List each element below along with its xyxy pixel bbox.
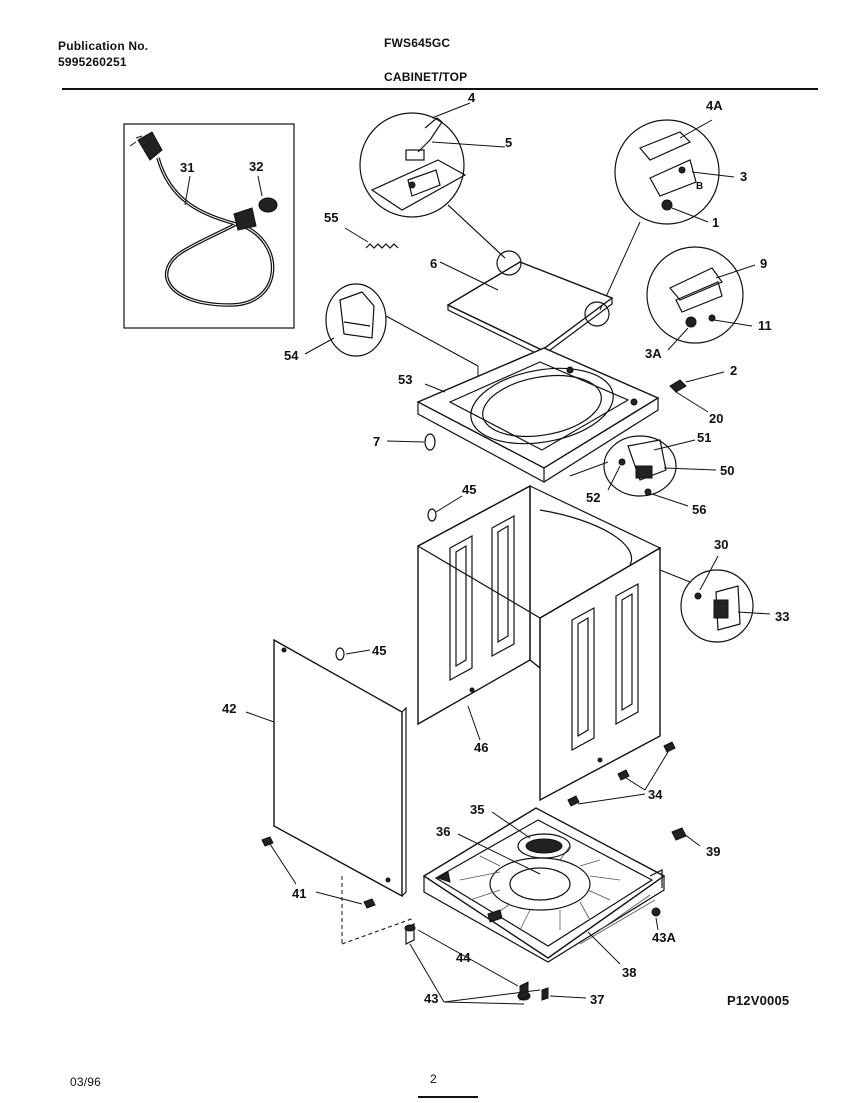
clip-45-top	[427, 495, 463, 522]
callout-38: 38	[622, 965, 636, 980]
lid-switch-inset-circle	[599, 119, 735, 311]
callout-42: 42	[222, 701, 236, 716]
callout-2: 2	[730, 363, 737, 378]
power-cord-inset	[123, 123, 295, 329]
callout-53: 53	[398, 372, 412, 387]
callout-55: 55	[324, 210, 338, 225]
footer-rule	[418, 1096, 478, 1098]
publication-number: 5995260251	[58, 55, 127, 69]
switch-inset-circle	[569, 435, 717, 507]
callout-3: 3	[740, 169, 747, 184]
callout-1: 1	[712, 215, 719, 230]
callout-46: 46	[474, 740, 488, 755]
figure-code: P12V0005	[727, 993, 790, 1008]
callout-31: 31	[180, 160, 194, 175]
lid-part	[439, 204, 614, 357]
callout-39: 39	[706, 844, 720, 859]
callout-20: 20	[709, 411, 723, 426]
leveling-legs	[404, 923, 587, 1005]
top-panel-part	[416, 347, 660, 483]
callout-45-top: 45	[462, 482, 476, 497]
callout-52: 52	[586, 490, 600, 505]
callout-51: 51	[697, 430, 711, 445]
callout-43: 43	[424, 991, 438, 1006]
callout-9: 9	[760, 256, 767, 271]
footer-date: 03/96	[70, 1075, 102, 1089]
screw-34	[567, 741, 676, 807]
front-panel-part	[245, 638, 415, 945]
callout-41: 41	[292, 886, 306, 901]
callout-3a: 3A	[645, 346, 662, 361]
callout-6: 6	[430, 256, 437, 271]
callout-36: 36	[436, 824, 450, 839]
callout-37: 37	[590, 992, 604, 1007]
callout-b: B	[696, 181, 703, 192]
callout-30: 30	[714, 537, 728, 552]
callout-43a: 43A	[652, 930, 676, 945]
hinge-bracket-inset	[304, 283, 479, 400]
screw-41	[261, 836, 376, 909]
callout-7: 7	[373, 434, 380, 449]
base-part	[422, 807, 666, 965]
lid-lock-inset-circle	[646, 246, 756, 351]
header-rule	[62, 88, 818, 90]
callout-34: 34	[648, 787, 663, 802]
callout-54: 54	[284, 348, 299, 363]
section-title: CABINET/TOP	[384, 70, 468, 84]
callout-32: 32	[249, 159, 263, 174]
bolt-39	[671, 827, 701, 847]
callout-4: 4	[468, 90, 476, 105]
callout-44: 44	[456, 950, 471, 965]
hinge-inset-circle	[359, 102, 506, 259]
publication-label: Publication No.	[58, 39, 149, 53]
callout-35: 35	[470, 802, 484, 817]
cabinet-part	[416, 484, 691, 802]
model-number: FWS645GC	[384, 36, 451, 50]
callout-11: 11	[758, 318, 772, 333]
screw-part	[669, 371, 725, 413]
callout-45-panel: 45	[372, 643, 386, 658]
footer-page: 2	[430, 1072, 437, 1086]
callout-4a: 4A	[706, 98, 723, 113]
door-switch-inset-circle	[680, 555, 771, 643]
callout-5: 5	[505, 135, 512, 150]
callout-50: 50	[720, 463, 734, 478]
spring-part	[344, 227, 399, 249]
grommet-part	[386, 433, 436, 451]
callout-33: 33	[775, 609, 789, 624]
callout-56: 56	[692, 502, 706, 517]
